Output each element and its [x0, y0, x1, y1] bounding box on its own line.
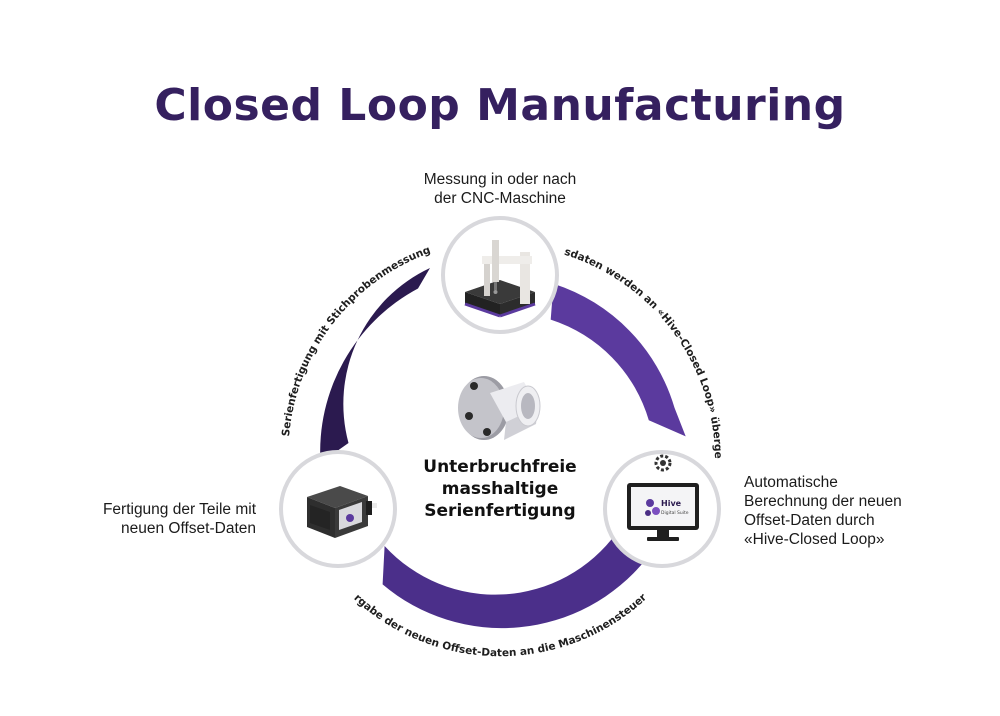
label-line: Fertigung der Teile mit [102, 501, 256, 518]
label-right-calculation: Automatische Berechnung der neuen Offset… [744, 473, 974, 549]
flange-part-icon [458, 376, 541, 440]
label-line: Messung in oder nach [423, 171, 577, 188]
cnc-machine-icon [307, 486, 377, 538]
coordinate-measuring-machine-icon [464, 240, 536, 318]
arc-left [320, 268, 430, 463]
label-top-measurement: Messung in oder nach der CNC-Maschine [380, 170, 620, 208]
arc-label-left: Serienfertigung mit Stichprobenmessung [280, 244, 432, 437]
label-line: neuen Offset-Daten [121, 520, 256, 537]
center-line: Unterbruchfreie [423, 457, 577, 477]
arc-bottom [382, 532, 646, 629]
label-line: Automatische [744, 474, 838, 491]
center-line: Serienfertigung [424, 501, 576, 521]
monitor-hive-software-icon: Hive Digital Suite [627, 454, 699, 541]
gear-icon [654, 454, 672, 472]
node-top-measurement [441, 216, 559, 334]
arc-label-top-right: Messdaten werden an «Hive-Closed Loop» ü… [0, 0, 724, 459]
label-line: der CNC-Maschine [434, 190, 566, 207]
hive-logo-text: Hive [661, 499, 682, 508]
label-line: Offset-Daten durch [744, 512, 875, 529]
label-line: «Hive-Closed Loop» [744, 531, 885, 548]
hive-logo-subtext: Digital Suite [661, 510, 689, 516]
center-line: masshaltige [441, 479, 559, 499]
node-right-calculation: Hive Digital Suite [603, 450, 721, 568]
label-line: Berechnung der neuen [744, 493, 902, 510]
diagram-title: Closed Loop Manufacturing [154, 80, 846, 131]
label-left-production: Fertigung der Teile mit neuen Offset-Dat… [40, 500, 256, 538]
node-left-production [279, 450, 397, 568]
center-caption: Unterbruchfreie masshaltige Serienfertig… [385, 456, 615, 522]
arc-top-right [550, 283, 686, 437]
